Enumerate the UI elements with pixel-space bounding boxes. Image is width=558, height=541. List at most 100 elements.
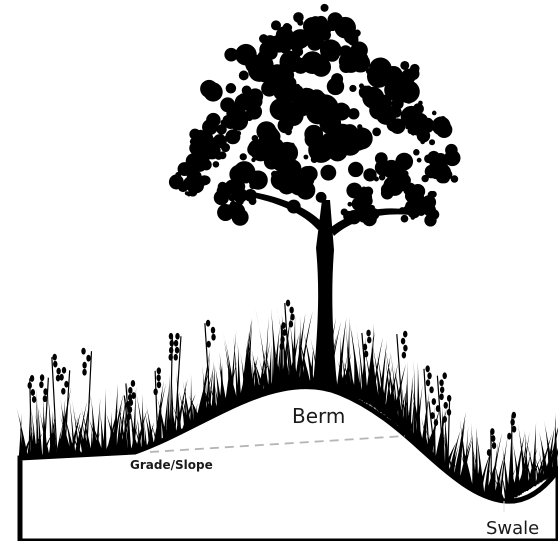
- leaf-clump: [411, 216, 415, 220]
- leaf-clump: [428, 191, 436, 199]
- seed-head: [512, 426, 516, 433]
- seed-head: [363, 344, 367, 351]
- seed-head: [426, 379, 430, 386]
- leaf-clump: [351, 127, 373, 149]
- leaf-clump: [363, 168, 376, 181]
- seed-head: [280, 343, 284, 350]
- leaf-clump: [395, 153, 413, 171]
- leaf-clump: [333, 103, 351, 121]
- seed-head: [425, 365, 429, 372]
- seed-head: [280, 336, 284, 343]
- leaf-clump: [399, 207, 406, 214]
- seed-head: [64, 381, 68, 388]
- seed-head: [157, 381, 161, 388]
- leaf-clump: [204, 82, 223, 101]
- leaf-clump: [189, 129, 200, 140]
- leaf-clump: [445, 144, 458, 157]
- seed-head: [59, 374, 63, 381]
- leaf-clump: [327, 78, 344, 95]
- leaf-clump: [362, 215, 372, 225]
- leaf-clump: [429, 139, 435, 145]
- seed-head: [131, 392, 135, 399]
- seed-head: [282, 329, 286, 336]
- leaf-clump: [213, 161, 220, 168]
- leaf-clump: [413, 149, 419, 155]
- seed-head: [429, 386, 433, 393]
- leaf-clump: [379, 174, 385, 180]
- leaf-clump: [259, 140, 265, 146]
- leaf-clump: [293, 12, 304, 23]
- seed-head: [43, 388, 47, 395]
- leaf-clump: [387, 118, 401, 132]
- leaf-clump: [415, 206, 424, 215]
- seed-head: [507, 433, 511, 440]
- leaf-clump: [420, 118, 435, 133]
- leaf-clump: [223, 100, 230, 107]
- seed-head: [82, 362, 86, 369]
- leaf-clump: [234, 181, 245, 192]
- leaf-clump: [324, 35, 329, 40]
- seed-head: [432, 398, 436, 405]
- seed-head: [510, 419, 514, 426]
- seed-head: [86, 355, 90, 362]
- leaf-clump: [271, 171, 278, 178]
- leaf-clump: [369, 58, 392, 81]
- seed-head: [170, 340, 174, 347]
- leaf-clump: [317, 23, 331, 37]
- seed-head: [40, 374, 44, 381]
- leaf-clump: [440, 116, 446, 122]
- leaf-clump: [375, 152, 388, 165]
- seed-head: [512, 412, 516, 419]
- leaf-clump: [224, 48, 238, 62]
- leaf-clump: [232, 121, 237, 126]
- berm-label: Berm: [292, 404, 345, 428]
- seed-head: [403, 331, 407, 338]
- seed-head: [62, 367, 66, 374]
- seed-head: [82, 369, 86, 376]
- seed-head: [43, 395, 47, 402]
- leaf-clump: [249, 197, 257, 205]
- seed-head: [401, 338, 405, 345]
- leaf-clump: [428, 219, 434, 225]
- seed-head: [447, 409, 451, 416]
- seed-head: [61, 388, 65, 395]
- seed-head: [492, 442, 496, 449]
- leaf-clump: [432, 111, 437, 116]
- leaf-clump: [311, 20, 317, 26]
- leaf-clump: [246, 104, 262, 120]
- leaf-clump: [405, 95, 413, 103]
- seed-head: [443, 416, 447, 423]
- leaf-clump: [226, 83, 236, 93]
- leaf-clump: [249, 182, 256, 189]
- seed-head: [434, 419, 438, 426]
- seed-head: [168, 354, 172, 361]
- seed-head: [128, 387, 132, 394]
- leaf-clump: [321, 133, 336, 148]
- seed-head: [175, 347, 179, 354]
- leaf-clump: [274, 78, 291, 95]
- leaf-clump: [236, 131, 241, 136]
- seed-head: [157, 367, 161, 374]
- leaf-clump: [247, 88, 263, 104]
- leaf-clump: [417, 158, 422, 163]
- leaf-clump: [303, 155, 308, 160]
- seed-head: [439, 379, 443, 386]
- leaf-clump: [316, 192, 327, 203]
- seed-head: [491, 435, 495, 442]
- seed-head: [364, 351, 368, 358]
- seed-head: [32, 396, 36, 403]
- grade-slope-label: Grade/Slope: [130, 458, 213, 472]
- leaf-clump: [436, 121, 453, 138]
- seed-head: [53, 361, 57, 368]
- seed-head: [39, 381, 43, 388]
- leaf-clump: [299, 166, 316, 183]
- seed-head: [439, 393, 443, 400]
- seed-head: [211, 334, 215, 341]
- seed-head: [403, 345, 407, 352]
- seed-head: [174, 340, 178, 347]
- leaf-clump: [401, 215, 409, 223]
- leaf-clump: [417, 127, 421, 131]
- leaf-clump: [287, 200, 301, 214]
- leaf-clump: [304, 125, 323, 144]
